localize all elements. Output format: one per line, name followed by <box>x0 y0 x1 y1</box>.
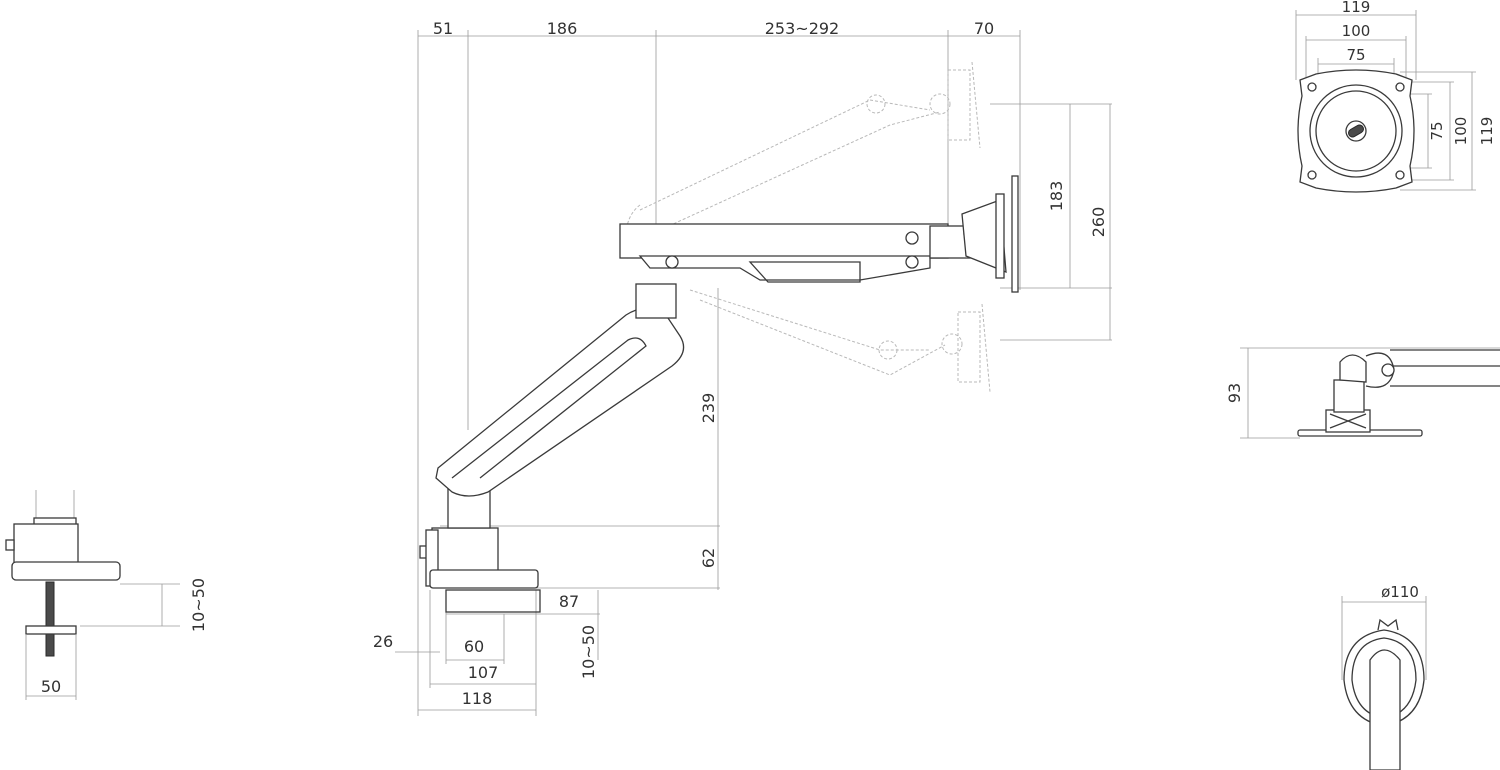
dim-183-label: 183 <box>1047 181 1066 212</box>
vesa-100-side-label: 100 <box>1452 117 1470 146</box>
dim-62-label: 62 <box>699 548 718 568</box>
vesa-plate-view <box>1295 10 1476 193</box>
dim-107-label: 107 <box>468 663 499 682</box>
left-clamp-width-label: 50 <box>41 677 61 696</box>
vesa-119-side-label: 119 <box>1478 117 1496 146</box>
bottom-base-view <box>1341 596 1427 770</box>
dim-clamp-10-50-label: 10~50 <box>579 625 598 679</box>
vesa-75-side-label: 75 <box>1428 121 1446 140</box>
dim-60-label: 60 <box>464 637 484 656</box>
dim-51-label: 51 <box>433 19 453 38</box>
vesa-100-top-label: 100 <box>1342 22 1371 40</box>
vesa-119-top-label: 119 <box>1342 0 1371 16</box>
dim-253-292-label: 253~292 <box>765 19 839 38</box>
monitor-arm-main <box>419 175 1019 613</box>
dim-118-label: 118 <box>462 689 493 708</box>
dim-186-label: 186 <box>547 19 578 38</box>
base-diameter-label: ø110 <box>1381 583 1419 601</box>
vesa-75-top-label: 75 <box>1346 46 1365 64</box>
main-dimension-lines <box>395 30 1112 716</box>
left-clamp-view <box>5 490 180 700</box>
side-base-view <box>1240 347 1500 439</box>
dim-239-label: 239 <box>699 393 718 424</box>
side-93-label: 93 <box>1225 383 1244 403</box>
dim-70-label: 70 <box>974 19 994 38</box>
dim-26-label: 26 <box>373 632 393 651</box>
left-clamp-thickness-label: 10~50 <box>189 578 208 632</box>
dim-87-label: 87 <box>559 592 579 611</box>
dim-260-label: 260 <box>1089 207 1108 238</box>
